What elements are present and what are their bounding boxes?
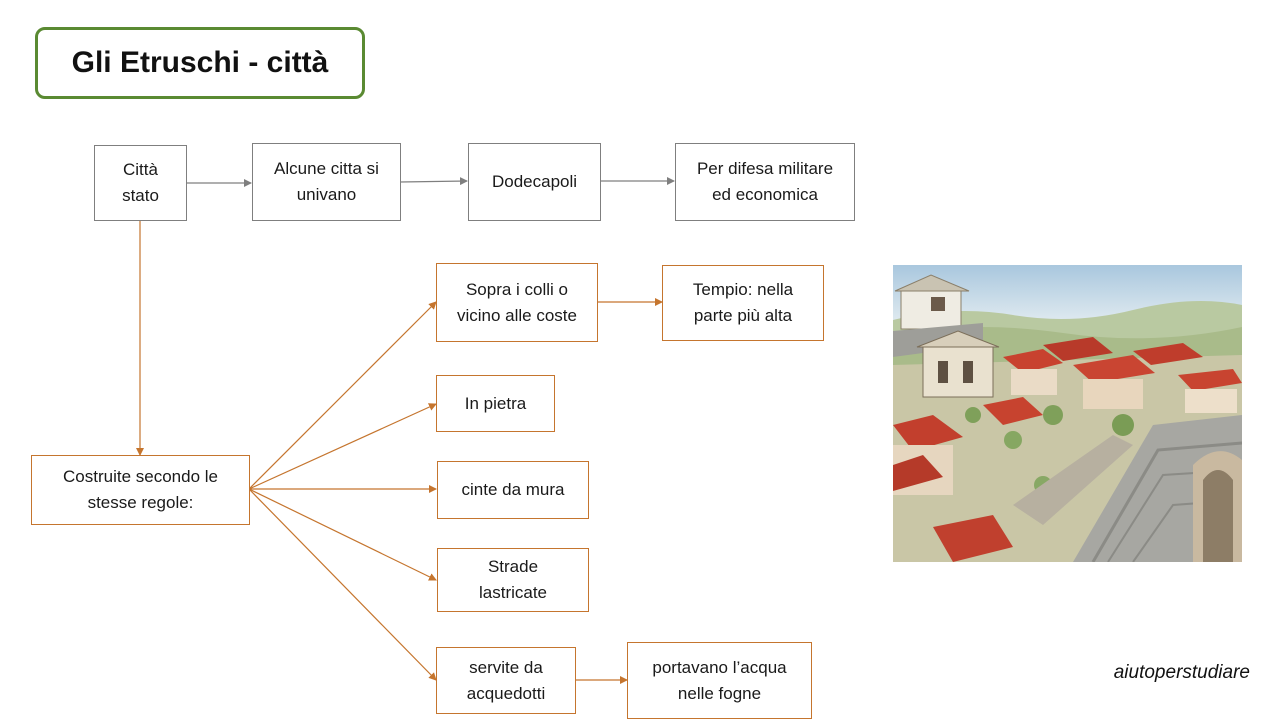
node-alcune-citta: Alcune citta si univano bbox=[252, 143, 401, 221]
node-citta-stato-label: Città stato bbox=[122, 160, 159, 205]
node-strade-label: Strade lastricate bbox=[478, 557, 548, 602]
node-sopra-colli-label: Sopra i colli o vicino alle coste bbox=[456, 279, 577, 325]
node-citta-stato: Città stato bbox=[94, 145, 187, 221]
page-title: Gli Etruschi - città bbox=[35, 27, 365, 99]
node-acquedotti-label: servite da acquedotti bbox=[466, 657, 546, 703]
arrow-costruite-to-strade bbox=[248, 488, 437, 581]
node-pietra-label: In pietra bbox=[464, 393, 527, 413]
node-tempio-label: Tempio: nella parte più alta bbox=[692, 280, 794, 325]
credit-text: aiutoperstudiare bbox=[1113, 662, 1250, 683]
node-difesa-label: Per difesa militare ed economica bbox=[696, 159, 834, 204]
node-acquedotti: servite da acquedotti bbox=[436, 647, 576, 714]
node-difesa: Per difesa militare ed economica bbox=[675, 143, 855, 221]
node-tempio: Tempio: nella parte più alta bbox=[662, 265, 824, 341]
node-strade: Strade lastricate bbox=[437, 548, 589, 612]
node-costruite: Costruite secondo le stesse regole: bbox=[31, 455, 250, 525]
node-alcune-citta-label: Alcune citta si univano bbox=[274, 159, 379, 204]
node-mura-label: cinte da mura bbox=[461, 480, 565, 499]
city-drawing bbox=[893, 265, 1242, 562]
arrow-costruite-to-colli bbox=[248, 301, 437, 490]
node-acqua: portavano l’acqua nelle fogne bbox=[627, 642, 812, 719]
node-pietra: In pietra bbox=[436, 375, 555, 432]
node-sopra-colli: Sopra i colli o vicino alle coste bbox=[436, 263, 598, 342]
node-mura: cinte da mura bbox=[437, 461, 589, 519]
node-dodecapoli: Dodecapoli bbox=[468, 143, 601, 221]
arrow-alcune-to-dodecapoli bbox=[399, 177, 468, 186]
arrow-costruite-to-pietra bbox=[248, 403, 437, 490]
node-acqua-label: portavano l’acqua nelle fogne bbox=[652, 657, 787, 703]
node-dodecapoli-label: Dodecapoli bbox=[491, 172, 578, 191]
etruscan-city-illustration bbox=[893, 265, 1242, 562]
arrow-costruite-to-acquedotti bbox=[248, 488, 437, 681]
node-costruite-label: Costruite secondo le stesse regole: bbox=[63, 467, 218, 512]
